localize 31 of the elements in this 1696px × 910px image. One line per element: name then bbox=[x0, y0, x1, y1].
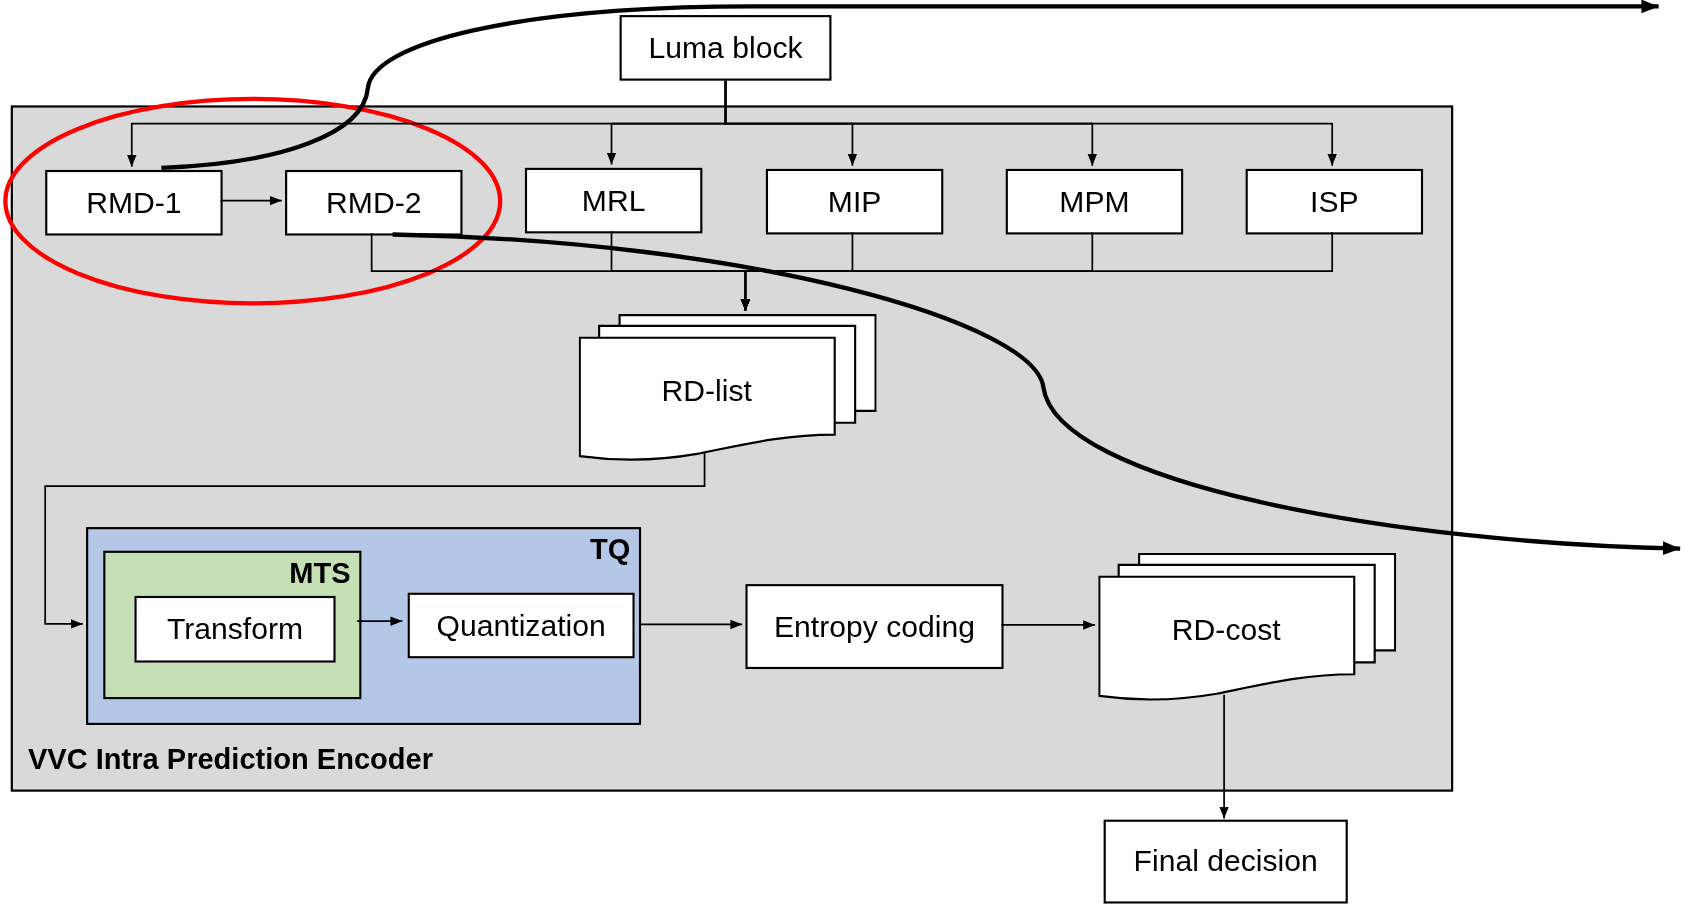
arrow bbox=[219, 195, 283, 206]
arrow bbox=[740, 231, 1334, 312]
node-label: RD-list bbox=[660, 373, 753, 410]
group-title: MTS bbox=[289, 557, 351, 591]
process-box: MIP bbox=[765, 168, 944, 235]
group-box bbox=[86, 527, 642, 725]
process-box: ISP bbox=[1245, 168, 1424, 235]
process-box: MPM bbox=[1005, 168, 1184, 235]
process-box: Transform bbox=[134, 595, 336, 663]
arrow bbox=[44, 452, 706, 629]
process-box: Quantization bbox=[407, 592, 635, 659]
arrow bbox=[161, 0, 1659, 170]
group-title: TQ bbox=[590, 533, 631, 567]
document-stack bbox=[1098, 552, 1397, 702]
process-box: Final decision bbox=[1103, 819, 1348, 904]
arrow bbox=[1000, 620, 1096, 630]
group-box bbox=[103, 550, 362, 700]
process-box: RMD-2 bbox=[285, 169, 463, 236]
process-box: RMD-1 bbox=[45, 169, 223, 236]
arrow bbox=[724, 79, 1337, 167]
group-title: VVC Intra Prediction Encoder bbox=[27, 743, 434, 777]
process-box: Luma block bbox=[619, 15, 832, 81]
process-box: Entropy coding bbox=[745, 584, 1004, 670]
arrow bbox=[392, 232, 1681, 555]
arrow bbox=[638, 619, 744, 630]
document-stack bbox=[578, 314, 877, 462]
process-box: MRL bbox=[524, 167, 703, 234]
encoder-panel bbox=[10, 105, 1454, 792]
node-label: RD-cost bbox=[1170, 612, 1282, 649]
arrow bbox=[356, 616, 404, 626]
arrow bbox=[1219, 694, 1229, 820]
